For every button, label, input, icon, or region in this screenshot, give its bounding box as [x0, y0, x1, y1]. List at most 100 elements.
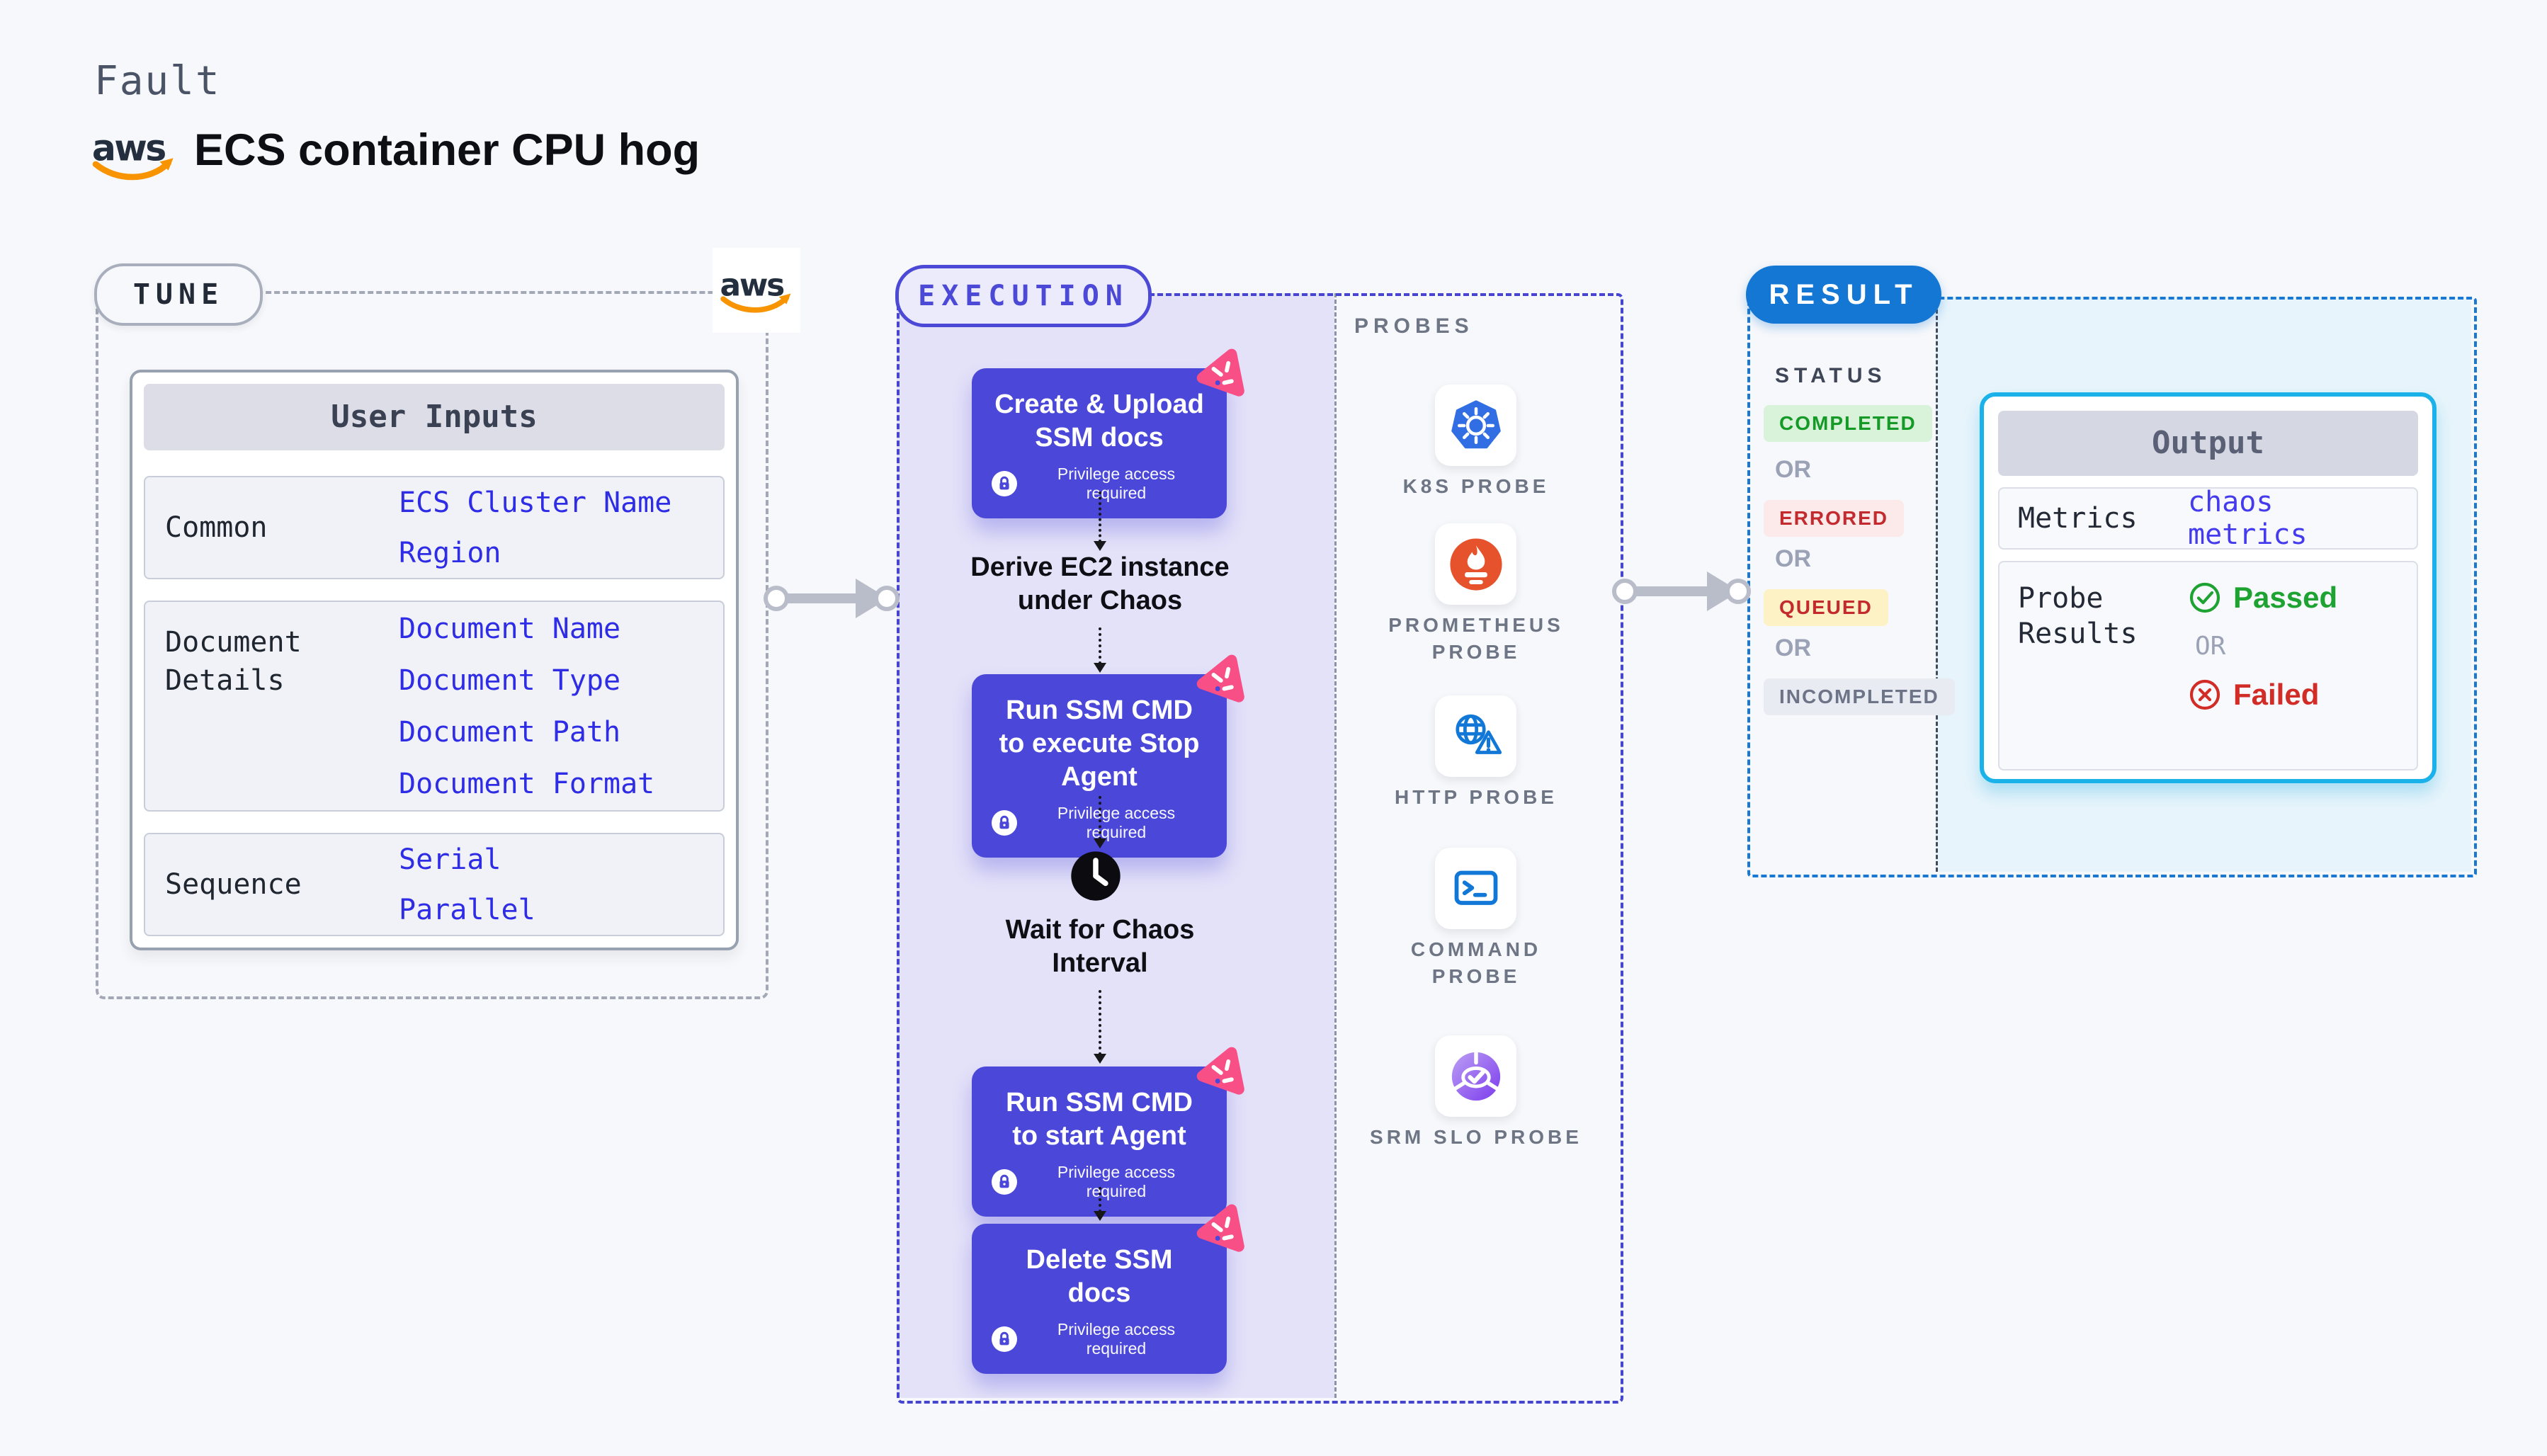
step-title: Delete SSM docs	[1026, 1245, 1173, 1308]
row-label: Document Details	[165, 626, 302, 697]
probe-label: COMMAND PROBE	[1410, 938, 1542, 987]
chaos-badge-icon	[1196, 1047, 1248, 1099]
row-values: ECS Cluster Name Region	[399, 487, 671, 569]
probe-label: SRM SLO PROBE	[1370, 1126, 1582, 1148]
check-circle-icon	[2188, 581, 2222, 615]
aws-logo	[91, 126, 177, 183]
slo-donut-icon	[1448, 1049, 1504, 1104]
privilege-label: Privilege access required	[1057, 804, 1176, 841]
probe-results-label: Probe Results	[2018, 582, 2138, 650]
flow-arrow	[1094, 491, 1106, 551]
flow-arrow	[1094, 1187, 1106, 1221]
privilege-chip: Privilege access required	[992, 804, 1207, 842]
or-separator: OR	[1775, 545, 1811, 572]
tune-section-border	[96, 291, 768, 999]
result-badge: RESULT	[1746, 266, 1941, 324]
probe-card-k8s	[1435, 385, 1516, 466]
table-row-document-details: Document Details Document Name Document …	[144, 601, 725, 812]
status-badge-errored: ERRORED	[1764, 500, 1905, 537]
output-panel: Output Metrics chaos metrics Probe Resul…	[1980, 392, 2437, 783]
tune-to-execution-arrow	[764, 579, 900, 618]
execution-to-result-arrow	[1612, 571, 1751, 611]
tune-aws-logo-patch	[713, 248, 800, 333]
input-param: Document Format	[399, 767, 655, 800]
output-metrics-row: Metrics chaos metrics	[1998, 486, 2418, 551]
probe-card-srm-slo	[1435, 1035, 1516, 1117]
step-title: Create & Upload SSM docs	[994, 389, 1204, 453]
probe-label: PROMETHEUS PROBE	[1388, 614, 1564, 663]
lock-icon	[992, 810, 1017, 836]
lock-icon	[992, 1326, 1017, 1352]
status-title: STATUS	[1775, 364, 1887, 387]
status-badge-incompleted: INCOMPLETED	[1764, 678, 1955, 715]
step-run-ssm-stop-agent: Run SSM CMD to execute Stop Agent Privil…	[972, 674, 1227, 858]
step-delete-ssm-docs: Delete SSM docs Privilege access require…	[972, 1224, 1227, 1374]
input-param: Document Type	[399, 664, 621, 697]
user-inputs-table: User Inputs Common ECS Cluster Name Regi…	[130, 370, 739, 950]
input-param: Document Path	[399, 715, 621, 749]
step-derive-ec2-instance: Derive EC2 instance under Chaos	[970, 552, 1230, 615]
probes-title: PROBES	[1354, 314, 1474, 338]
status-badge-queued: QUEUED	[1764, 589, 1888, 626]
flow-arrow	[1094, 796, 1106, 848]
passed-label: Passed	[2233, 581, 2338, 614]
failed-result: Failed	[2188, 678, 2337, 712]
fault-category-label: Fault	[94, 58, 221, 104]
row-label: Sequence	[165, 868, 302, 901]
probe-label: K8S PROBE	[1402, 475, 1550, 497]
privilege-chip: Privilege access required	[992, 1320, 1207, 1358]
flow-arrow	[1094, 627, 1106, 673]
chaos-badge-icon	[1196, 654, 1248, 707]
lock-icon	[992, 1169, 1017, 1195]
probe-card-command	[1435, 848, 1516, 929]
input-param: Document Name	[399, 612, 621, 645]
prometheus-icon	[1448, 537, 1504, 592]
privilege-label: Privilege access required	[1057, 465, 1176, 502]
probe-card-http	[1435, 695, 1516, 777]
step-title: Run SSM CMD to execute Stop Agent	[999, 695, 1200, 792]
output-probe-results-row: Probe Results Passed OR Failed	[1998, 561, 2418, 770]
chaos-badge-icon	[1196, 348, 1248, 401]
http-globe-icon	[1448, 708, 1504, 765]
input-param: Serial	[399, 843, 501, 876]
or-separator: OR	[1775, 635, 1811, 661]
metrics-label: Metrics	[2018, 502, 2138, 535]
kubernetes-icon	[1448, 397, 1504, 454]
probe-card-prometheus	[1435, 523, 1516, 605]
input-param: Parallel	[399, 893, 535, 926]
step-title: Run SSM CMD to start Agent	[1006, 1088, 1193, 1151]
execution-badge: EXECUTION	[895, 265, 1152, 327]
input-param: Region	[399, 536, 501, 569]
privilege-chip: Privilege access required	[992, 465, 1207, 503]
status-badge-completed: COMPLETED	[1764, 405, 1932, 442]
probe-results-values: Passed OR Failed	[2188, 581, 2337, 769]
row-values: Document Name Document Type Document Pat…	[399, 613, 654, 800]
execution-section-border	[897, 293, 1623, 1404]
execution-probes-divider	[1334, 293, 1337, 1398]
input-param: ECS Cluster Name	[399, 486, 672, 519]
page-title: ECS container CPU hog	[194, 125, 700, 175]
privilege-label: Privilege access required	[1057, 1163, 1176, 1200]
probe-label: HTTP PROBE	[1395, 786, 1558, 808]
output-title: Output	[1998, 411, 2418, 476]
table-row-common: Common ECS Cluster Name Region	[144, 476, 725, 579]
flow-arrow	[1094, 990, 1106, 1064]
failed-label: Failed	[2233, 678, 2320, 711]
lock-icon	[992, 471, 1017, 496]
tune-badge: TUNE	[94, 263, 263, 326]
row-label: Common	[165, 511, 268, 544]
passed-result: Passed	[2188, 581, 2337, 615]
row-values: Serial Parallel	[399, 844, 535, 926]
table-row-sequence: Sequence Serial Parallel	[144, 833, 725, 936]
user-inputs-title: User Inputs	[144, 384, 725, 450]
chaos-badge-icon	[1196, 1204, 1248, 1256]
privilege-label: Privilege access required	[1057, 1320, 1176, 1358]
result-status-divider	[1936, 297, 1938, 872]
terminal-icon	[1448, 860, 1504, 917]
clock-icon	[1070, 850, 1122, 902]
x-circle-icon	[2188, 678, 2222, 712]
metrics-value: chaos metrics	[2188, 486, 2308, 551]
or-separator: OR	[1775, 456, 1811, 483]
step-wait-for-chaos-interval: Wait for Chaos Interval	[1005, 915, 1195, 978]
